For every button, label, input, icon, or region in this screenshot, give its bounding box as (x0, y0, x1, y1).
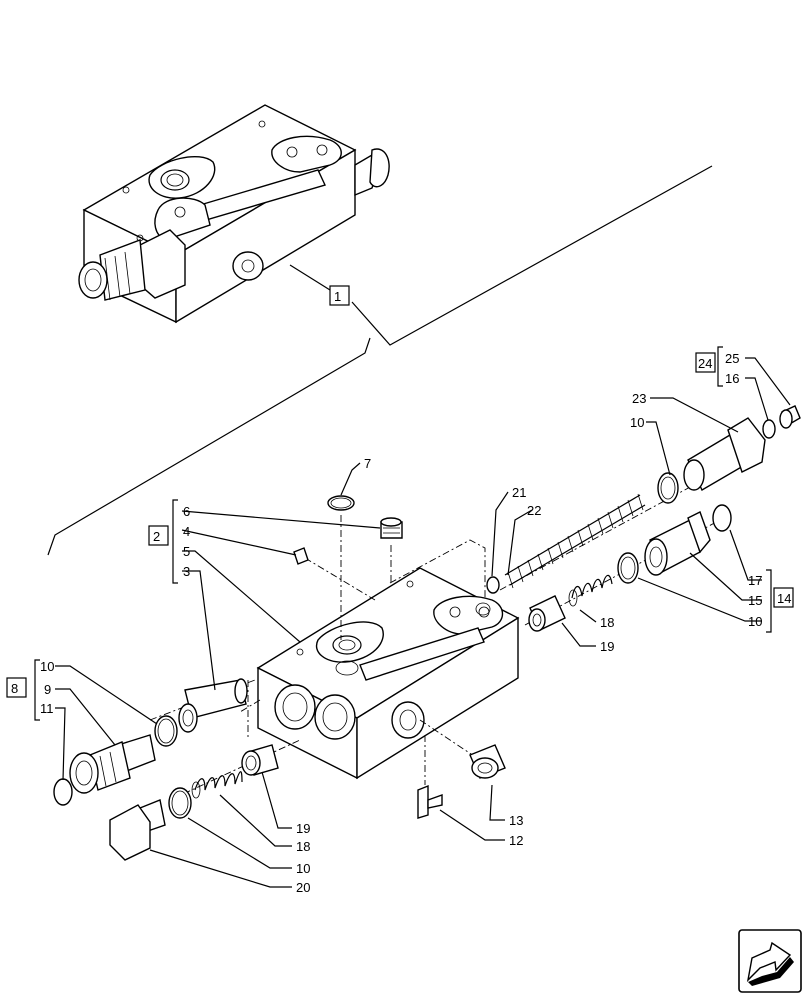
callout-12: 12 (509, 833, 523, 848)
ring-21 (486, 576, 500, 594)
set-screw-6 (380, 517, 403, 539)
spring-18-right (568, 574, 613, 607)
poppet-19-left (241, 744, 279, 776)
callout-18-right: 18 (600, 615, 614, 630)
sleeve-3 (178, 678, 248, 733)
box-callout-24 (695, 352, 716, 373)
callout-21: 21 (512, 485, 526, 500)
callout-10-bottom: 10 (296, 861, 310, 876)
callout-8: 8 (11, 681, 18, 696)
o-ring-17 (712, 504, 732, 532)
ring-11 (53, 778, 73, 806)
box-callout-2 (148, 525, 169, 546)
callout-23: 23 (632, 391, 646, 406)
exit-arrow-icon[interactable] (738, 929, 802, 993)
callout-1: 1 (334, 289, 341, 304)
plug-20 (109, 799, 166, 861)
callout-19-left: 19 (296, 821, 310, 836)
valve-assembly-overview (78, 104, 390, 324)
group-brackets (34, 346, 772, 721)
callout-13: 13 (509, 813, 523, 828)
fitting-12 (417, 784, 443, 819)
set-screw-13 (469, 744, 506, 779)
fitting-9 (69, 734, 156, 794)
box-callout-14 (773, 587, 794, 608)
callout-7: 7 (364, 456, 371, 471)
o-ring-10-lower (168, 787, 192, 819)
callout-25: 25 (725, 351, 739, 366)
box-callout-1 (329, 285, 350, 306)
callout-19-right: 19 (600, 639, 614, 654)
callout-5: 5 (183, 544, 190, 559)
callout-11: 11 (40, 701, 54, 716)
callout-labels: 1 2 3 4 5 6 7 8 9 10 10 10 10 11 12 13 1… (11, 289, 791, 895)
callout-9: 9 (44, 682, 51, 697)
poppet-19-right (528, 595, 566, 632)
callout-24: 24 (698, 356, 712, 371)
callout-16: 16 (725, 371, 739, 386)
plug-25 (779, 405, 801, 429)
valve-body (256, 567, 520, 780)
callout-10-left: 10 (40, 659, 54, 674)
callout-6: 6 (183, 504, 190, 519)
callout-3: 3 (183, 564, 190, 579)
callout-10-right: 10 (748, 614, 762, 629)
pin-4 (293, 547, 309, 565)
sleeve-23 (683, 417, 766, 491)
spring-18-left (191, 771, 243, 799)
callout-2: 2 (153, 529, 160, 544)
spring-22 (504, 493, 646, 589)
callout-20: 20 (296, 880, 310, 895)
callout-14: 14 (777, 591, 791, 606)
callout-10-upper-right: 10 (630, 415, 644, 430)
callout-22: 22 (527, 503, 541, 518)
ring-16 (762, 419, 776, 439)
callout-17: 17 (748, 573, 762, 588)
callout-15: 15 (748, 593, 762, 608)
callout-18-left: 18 (296, 839, 310, 854)
o-ring-10-left (154, 715, 178, 747)
callout-4: 4 (183, 524, 190, 539)
leader-lines (55, 357, 791, 888)
fitting-15 (644, 511, 711, 576)
box-callout-8 (6, 677, 27, 698)
